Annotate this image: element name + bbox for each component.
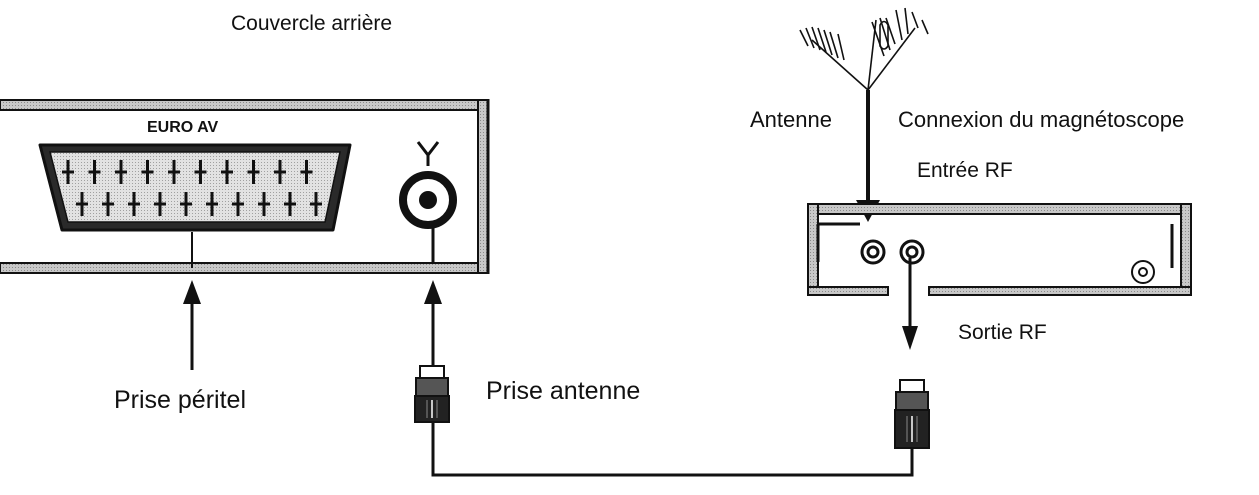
antenna-socket-label: Prise antenne	[486, 377, 641, 405]
scart-arrow	[183, 232, 201, 370]
vcr-aux-socket	[1131, 260, 1155, 284]
coax-plug-right	[894, 379, 930, 449]
scart-socket-label: Prise péritel	[114, 386, 246, 414]
coax-cable	[431, 422, 914, 477]
antenna-icon	[416, 141, 440, 166]
euro-av-label: EURO AV	[147, 119, 219, 136]
antenna-socket-arrow	[424, 225, 442, 366]
tv-rear-panel	[0, 99, 490, 274]
back-cover-label: Couvercle arrière	[231, 12, 393, 35]
scart-connector	[38, 143, 352, 232]
antenna-input-socket	[399, 171, 457, 229]
vcr-rf-out-socket	[899, 239, 925, 265]
vcr-connection-label: Connexion du magnétoscope	[898, 107, 1185, 132]
rf-out-label: Sortie RF	[958, 321, 1047, 344]
rf-in-label: Entrée RF	[917, 159, 1013, 182]
rf-out-arrow	[902, 258, 918, 350]
antenna-label: Antenne	[750, 107, 832, 132]
antenna-drawing	[799, 7, 929, 212]
vcr-rf-in-socket	[860, 239, 886, 265]
coax-plug-left	[414, 365, 450, 423]
vcr-panel	[807, 203, 1192, 296]
